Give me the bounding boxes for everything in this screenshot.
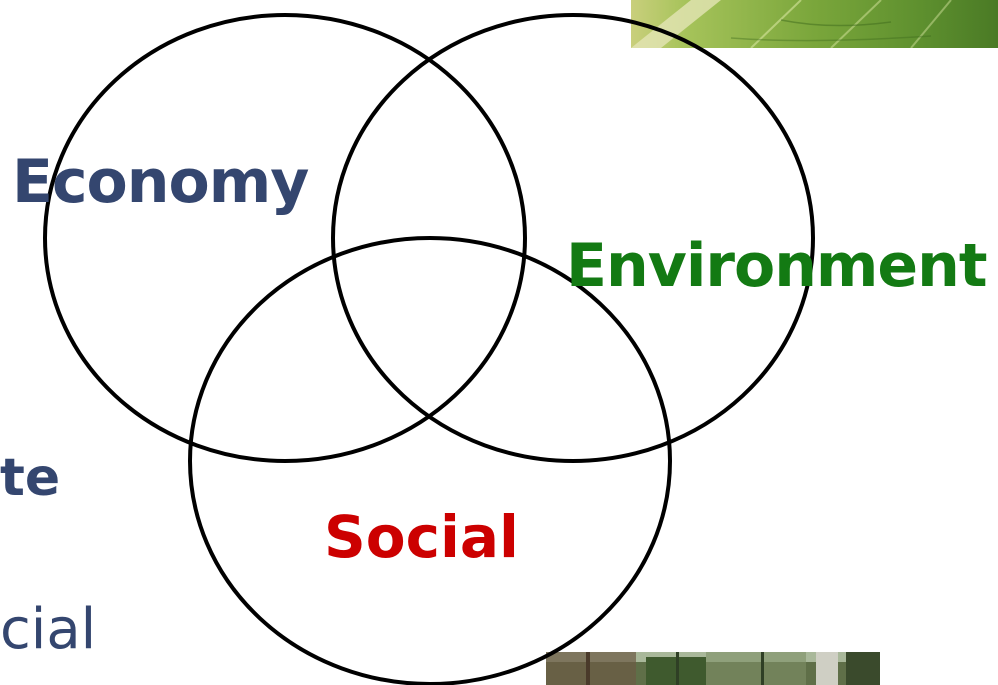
leaf-photo (631, 0, 998, 48)
background-text-fragment: te (0, 448, 61, 508)
social-label: Social (324, 503, 519, 571)
social-circle (188, 236, 672, 685)
environment-circle (331, 13, 815, 463)
economy-label: Economy (12, 147, 309, 217)
environment-label: Environment (566, 231, 988, 301)
background-text-fragment: cial (0, 597, 97, 662)
forest-photo (546, 652, 880, 685)
economy-circle (43, 13, 527, 463)
